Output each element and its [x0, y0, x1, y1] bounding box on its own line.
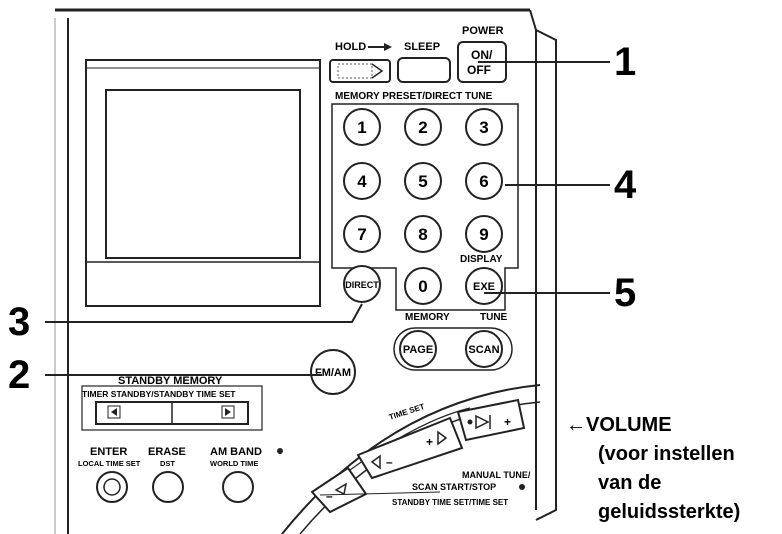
enter-label: ENTER [90, 446, 127, 458]
keypad-button-4[interactable]: 4 [343, 162, 381, 200]
callout-2: 2 [8, 353, 30, 397]
right-arrow-icon [225, 408, 231, 416]
exe-label: EXE [473, 281, 495, 293]
callout-3: 3 [8, 300, 30, 344]
keypad-button-5[interactable]: 5 [404, 162, 442, 200]
tune-up-fast-button[interactable]: + [456, 398, 526, 442]
manual-tune-line-3: STANDBY TIME SET/TIME SET [392, 498, 508, 507]
forward-icon [475, 414, 490, 430]
enter-sub-label: LOCAL TIME SET [78, 459, 141, 468]
exe-button[interactable]: EXE [465, 267, 503, 305]
keypad-label-9: 9 [479, 225, 488, 244]
volume-label: ←VOLUME [566, 414, 672, 436]
radio-body [54, 8, 557, 534]
callout-5: 5 [614, 271, 636, 315]
power-label: POWER [462, 25, 504, 37]
am-band-sub-label: WORLD TIME [210, 459, 258, 468]
off-label: OFF [467, 63, 491, 77]
keypad-label-4: 4 [357, 172, 367, 191]
sleep-button[interactable]: SLEEP [397, 41, 451, 83]
hold-switch[interactable]: HOLD [329, 41, 392, 83]
standby-memory-switch[interactable] [95, 401, 249, 425]
tune-label: TUNE [480, 312, 508, 323]
volume-note-line-3: geluidssterkte) [598, 501, 740, 523]
timer-standby-label: TIMER STANDBY/STANDBY TIME SET [82, 389, 236, 399]
keypad-button-3[interactable]: 3 [465, 108, 503, 146]
keypad-label-0: 0 [418, 277, 427, 296]
lcd-display [85, 59, 321, 307]
callout-1: 1 [614, 40, 636, 84]
volume-note-line-1: (voor instellen [598, 443, 735, 465]
hold-label: HOLD [335, 41, 366, 53]
am-band-dot-icon [277, 448, 283, 454]
keypad-button-0[interactable]: 0 [404, 267, 442, 305]
keypad-button-2[interactable]: 2 [404, 108, 442, 146]
erase-label: ERASE [148, 446, 186, 458]
manual-tune-line-2: SCAN START/STOP [412, 482, 496, 492]
tune-minus-plus-button[interactable]: – + [356, 416, 464, 480]
keypad-button-1[interactable]: 1 [343, 108, 381, 146]
memory-label: MEMORY [405, 312, 450, 323]
power-button[interactable]: POWER ON/ OFF [457, 25, 507, 83]
keypad-label-1: 1 [357, 118, 366, 137]
scan-button[interactable]: SCAN [465, 330, 503, 368]
right-triangle-icon [437, 430, 448, 446]
left-triangle-icon [370, 454, 381, 470]
am-band-label: AM BAND [210, 446, 262, 458]
tune-minus: – [386, 455, 393, 469]
keypad: 1 2 3 4 5 6 7 8 9 0 [343, 108, 503, 305]
left-arrow-icon [111, 408, 117, 416]
page-button[interactable]: PAGE [399, 330, 437, 368]
dot-icon [467, 419, 473, 425]
keypad-label-8: 8 [418, 225, 427, 244]
direct-button[interactable]: DIRECT [343, 265, 381, 303]
memory-preset-label: MEMORY PRESET/DIRECT TUNE [335, 91, 493, 102]
manual-tune-line-1: MANUAL TUNE/ [462, 470, 531, 480]
erase-sub-label: DST [160, 459, 175, 468]
keypad-label-3: 3 [479, 118, 488, 137]
keypad-label-5: 5 [418, 172, 427, 191]
tune-down-fast-minus: – [326, 489, 333, 503]
scan-label: SCAN [468, 344, 499, 356]
fm-am-label: FM/AM [315, 367, 351, 379]
tune-plus: + [426, 435, 433, 449]
keypad-label-7: 7 [357, 225, 366, 244]
keypad-label-6: 6 [479, 172, 488, 191]
callout-4: 4 [614, 163, 637, 207]
fm-am-button[interactable]: FM/AM [310, 349, 356, 395]
keypad-button-6[interactable]: 6 [465, 162, 503, 200]
callout-lines [45, 61, 610, 376]
keypad-label-2: 2 [418, 118, 427, 137]
scan-dot-icon [519, 484, 525, 490]
sleep-label: SLEEP [404, 41, 440, 53]
keypad-button-8[interactable]: 8 [404, 215, 442, 253]
volume-note-line-2: van de [598, 472, 661, 494]
enter-button[interactable] [96, 471, 128, 503]
keypad-button-9[interactable]: 9 [465, 215, 503, 253]
page-label: PAGE [403, 344, 433, 356]
direct-label: DIRECT [345, 280, 379, 290]
display-label: DISPLAY [460, 254, 503, 265]
on-label: ON/ [471, 48, 493, 62]
keypad-button-7[interactable]: 7 [343, 215, 381, 253]
standby-frame [81, 385, 263, 431]
tune-divider [319, 491, 441, 496]
tune-up-plus: + [504, 415, 511, 429]
tune-down-fast-button[interactable]: – [310, 466, 368, 514]
erase-button[interactable] [152, 471, 184, 503]
rewind-icon [334, 482, 348, 496]
memory-tune-frame [393, 327, 513, 371]
standby-memory-label: STANDBY MEMORY [118, 375, 223, 387]
am-band-button[interactable] [222, 471, 254, 503]
